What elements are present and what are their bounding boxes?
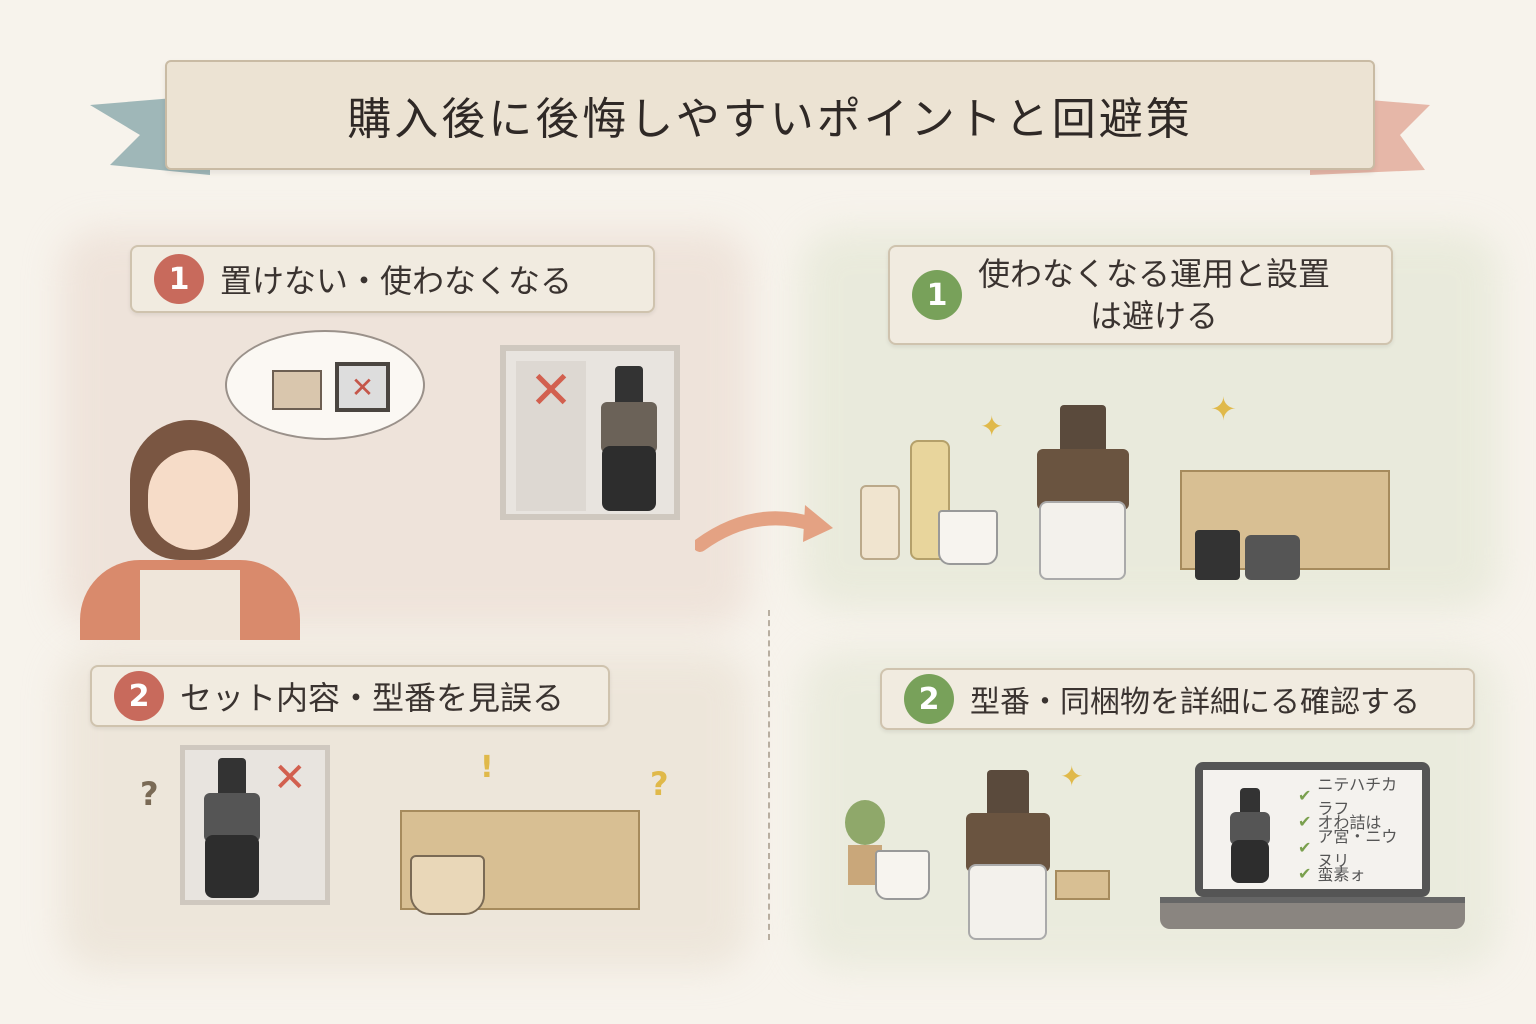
cup-icon: [938, 510, 998, 565]
problem-2-label: 2 セット内容・型番を見誤る: [90, 665, 610, 727]
check-icon: ✔: [1298, 863, 1312, 883]
question-mark-icon: ?: [140, 775, 159, 813]
page-title: 購入後に後悔しやすいポイントと回避策: [347, 94, 1193, 145]
bottle-icon: [910, 440, 950, 560]
bowl-icon: [410, 855, 485, 915]
exclaim-icon: !: [480, 750, 494, 785]
solution-1-text-line1: 使わなくなる運用と設置: [978, 255, 1331, 293]
arrow-icon: [695, 505, 833, 552]
check-icon: ✔: [1298, 811, 1312, 831]
juicer-icon: [594, 366, 664, 511]
cabinet-illustration: ✕: [500, 345, 680, 520]
checklist-text: オわ詰は: [1317, 813, 1382, 832]
cross-icon: ✕: [273, 755, 307, 801]
solution-2-label: 2 型番・同梱物を詳細にる確認する: [880, 668, 1475, 730]
solution-2-text: 型番・同梱物を詳細にる確認する: [970, 685, 1420, 720]
number-badge: 1: [154, 254, 204, 304]
sparkle-icon: ✦: [1210, 390, 1237, 428]
problem-1-text: 置けない・使わなくなる: [220, 262, 573, 300]
number-badge: 2: [114, 671, 164, 721]
thought-bubble: ✕: [225, 330, 425, 440]
checklist-text: ア宮・ニウヌリ: [1317, 827, 1398, 870]
checklist-item: ✔ア宮・ニウヌリ: [1298, 827, 1412, 870]
checklist-item: ✔ニテハチカラフ: [1298, 775, 1412, 818]
juicer-icon: [1025, 405, 1140, 580]
house-icon: [272, 370, 322, 410]
title-banner: [165, 60, 1375, 170]
container-icon: [1245, 535, 1300, 580]
cross-icon: ✕: [516, 361, 586, 511]
juicer-icon: [1225, 788, 1275, 883]
divider: [768, 610, 770, 940]
laptop-screen: ✔ニテハチカラフ ✔オわ詰は ✔ア宮・ニウヌリ ✔蛮素ォ: [1195, 762, 1430, 897]
solution-1-label: 1 使わなくなる運用と設置 は避ける: [888, 245, 1393, 345]
checklist-item: ✔ オわ詰は: [1298, 808, 1412, 834]
check-icon: ✔: [1298, 785, 1312, 805]
number-badge: 1: [912, 270, 962, 320]
juicer-icon: [197, 758, 267, 898]
cup-icon: [875, 850, 930, 900]
small-box-icon: [1055, 870, 1110, 900]
checklist-text: ニテハチカラフ: [1317, 775, 1398, 818]
sparkle-icon: ✦: [980, 410, 1004, 443]
juicer-icon: [955, 770, 1060, 940]
tidy-counter-illustration: ✦ ✦: [860, 390, 1460, 590]
laptop-keyboard: [1160, 897, 1465, 929]
sparkle-icon: ✦: [1060, 760, 1084, 793]
question-mark-icon: ?: [650, 765, 669, 803]
checklist-text: 蛮素ォ: [1317, 865, 1366, 884]
checklist-item: ✔ 蛮素ォ: [1298, 860, 1412, 886]
worried-woman-illustration: [70, 410, 300, 640]
solution-1-text-line2: は避ける: [1090, 297, 1219, 335]
problem-2-text: セット内容・型番を見誤る: [180, 679, 565, 717]
problem-1-label: 1 置けない・使わなくなる: [130, 245, 655, 313]
cabinet-illustration: ✕: [180, 745, 330, 905]
cross-icon: ✕: [335, 362, 390, 412]
number-badge: 2: [904, 674, 954, 724]
container-icon: [1195, 530, 1240, 580]
check-icon: ✔: [1298, 837, 1312, 857]
bottle-icon: [860, 485, 900, 560]
